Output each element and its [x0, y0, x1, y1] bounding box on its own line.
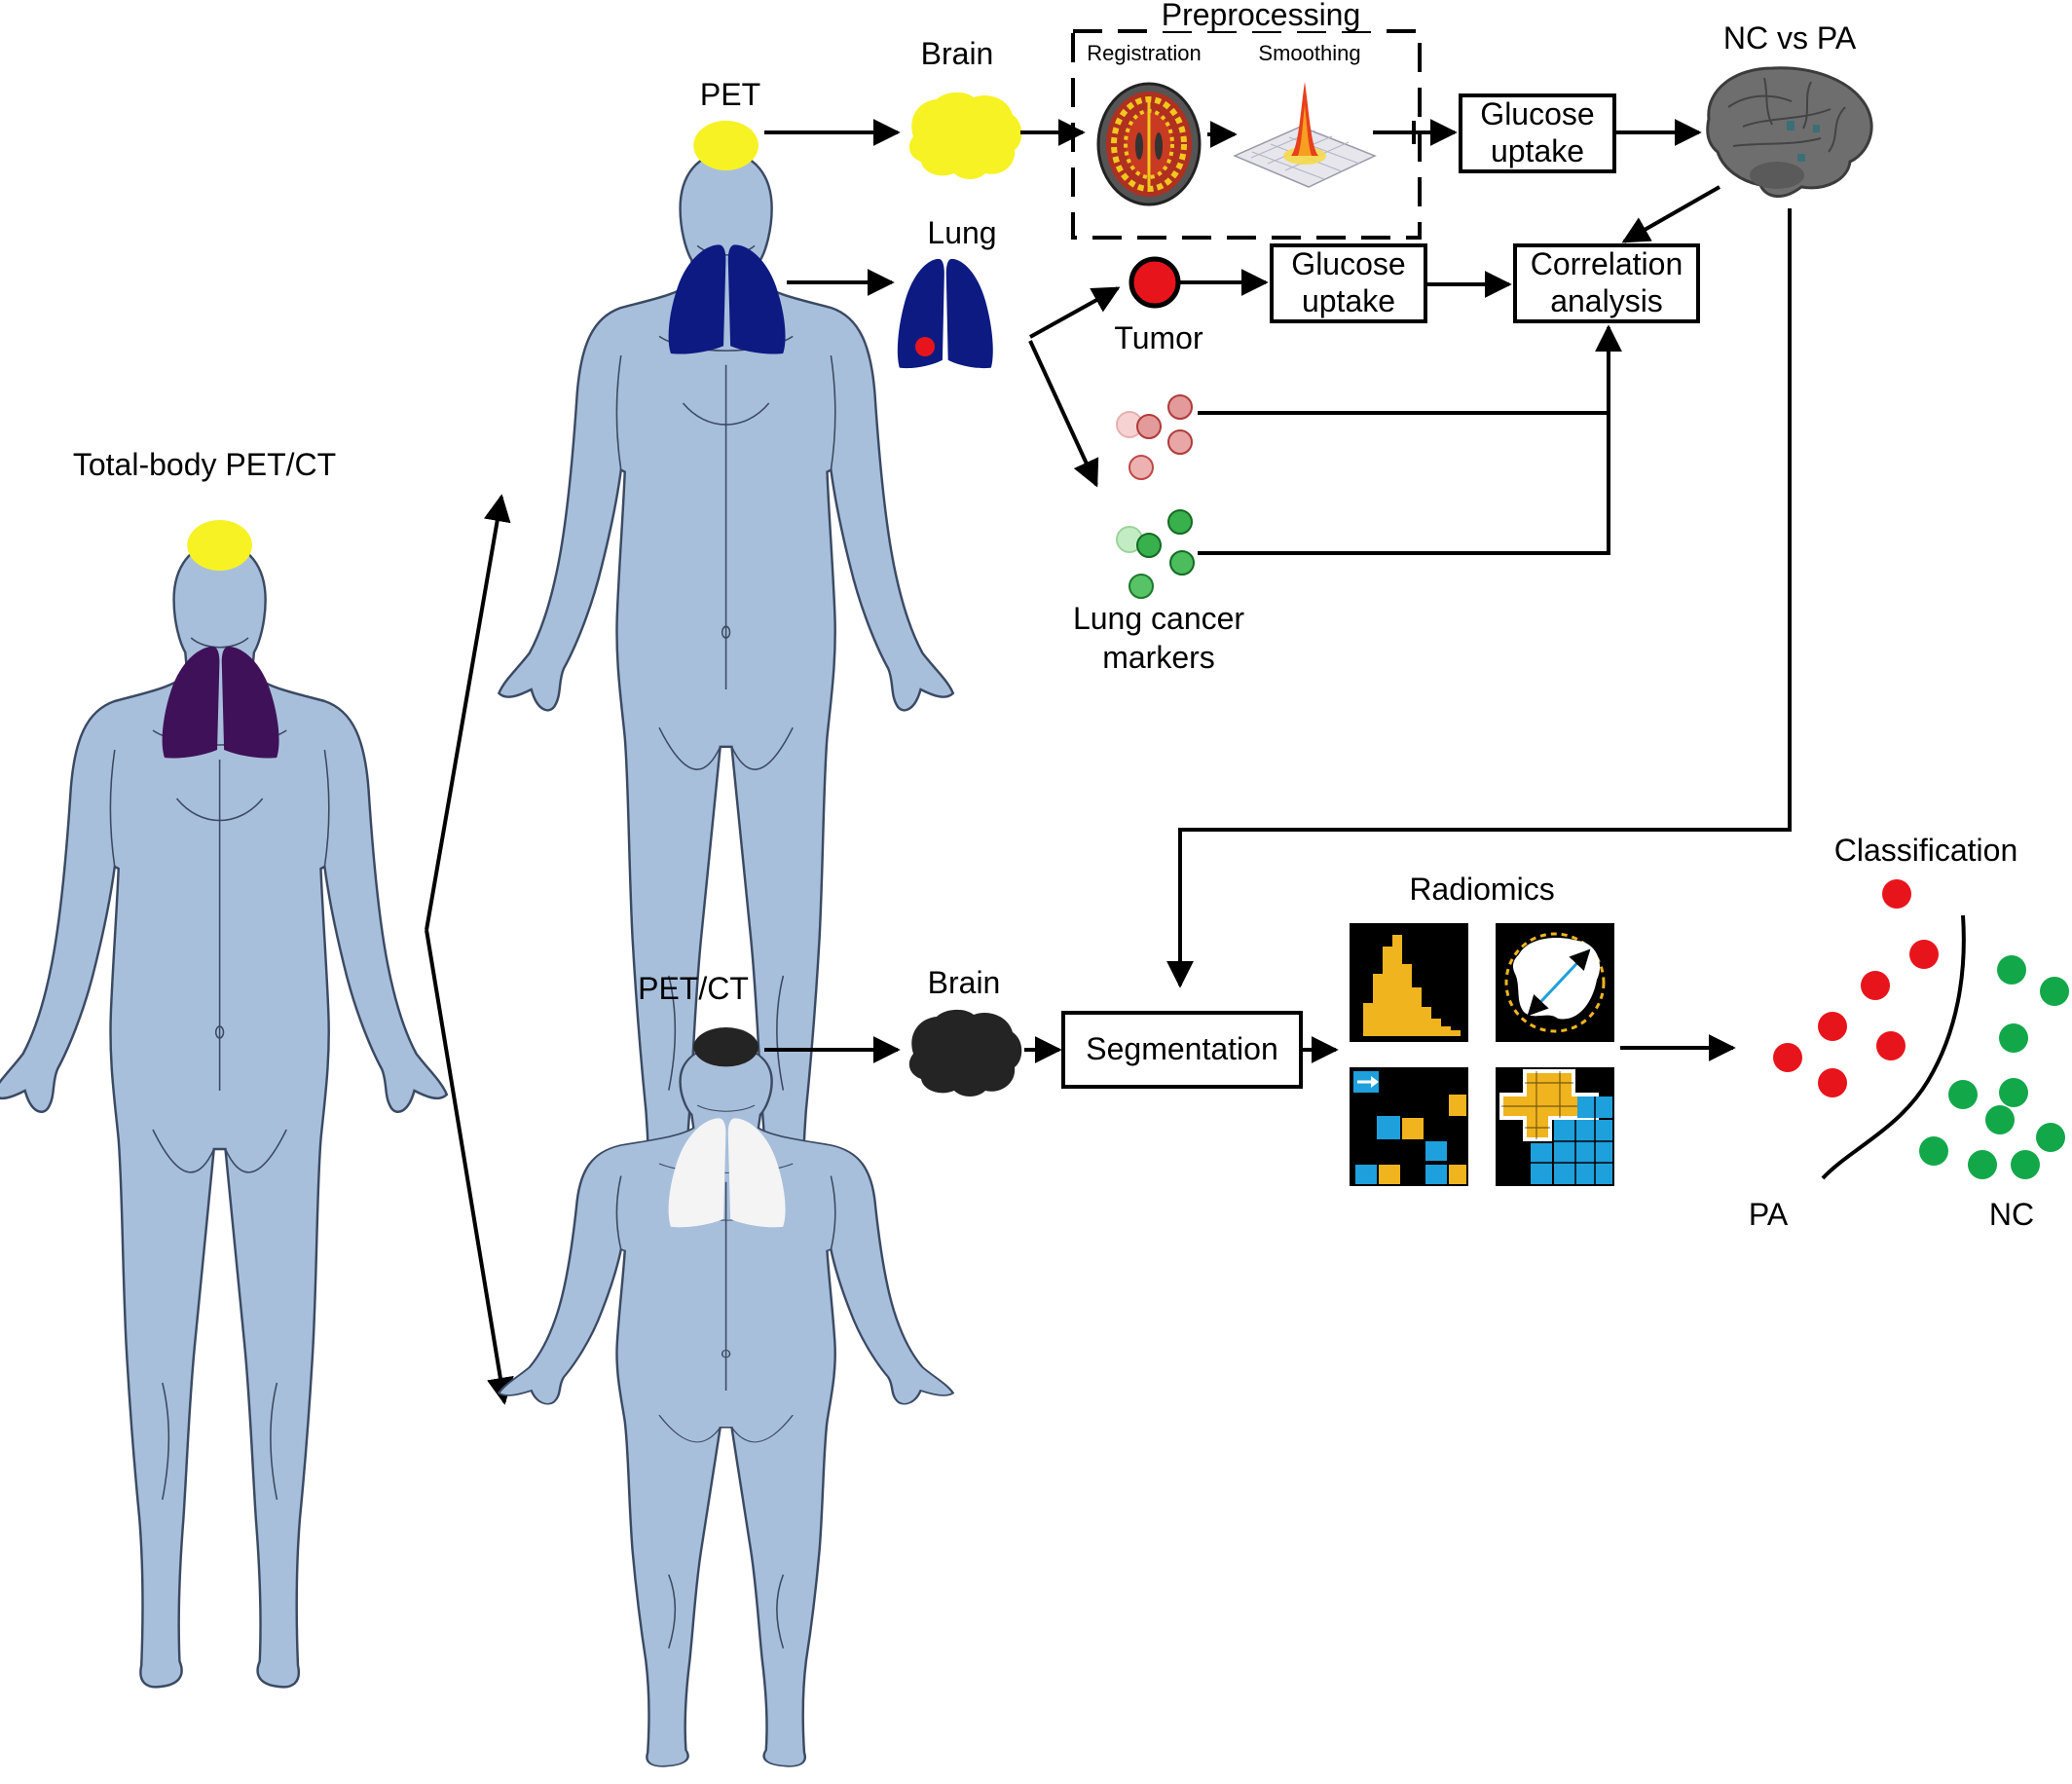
arrow-brain3d-to-correlation — [1621, 185, 1720, 243]
preprocessing-label: Preprocessing — [1162, 0, 1361, 32]
brain-mri-slice-icon — [1096, 82, 1202, 206]
pet-ct-figure — [498, 1027, 955, 1768]
tumor-icon — [1128, 256, 1181, 309]
decision-boundary — [1821, 914, 1966, 1180]
lungs-shape-pet-icon — [897, 258, 993, 369]
red-markers-icon — [1116, 394, 1193, 480]
glucose-uptake-tumor-box — [1270, 243, 1427, 323]
brain-shape-ct-icon — [908, 1009, 1022, 1096]
markers-line1: Lung cancer — [1073, 601, 1244, 636]
smoothing-label: Smoothing — [1258, 41, 1360, 65]
brain-3d-render-icon — [1706, 66, 1873, 198]
nc-dots-icon — [1919, 955, 2069, 1179]
segmentation-box — [1061, 1011, 1303, 1089]
nc-label: NC — [1989, 1197, 2034, 1232]
brain-top-label: Brain — [921, 36, 994, 71]
classification-label: Classification — [1834, 833, 2018, 868]
texture-matrix-feature-icon — [1350, 1067, 1468, 1186]
arrow-lung-to-tumor — [1029, 286, 1121, 339]
registration-label: Registration — [1087, 41, 1201, 65]
pet-figure — [498, 120, 955, 1276]
brain-pet-icon — [693, 120, 758, 170]
brain-bottom-label: Brain — [928, 965, 1001, 1000]
correlation-line2: analysis — [1550, 283, 1663, 318]
arrow-nc-vs-pa-to-segmentation — [1166, 208, 1792, 988]
green-markers-icon — [1116, 509, 1195, 599]
pet-label: PET — [700, 77, 760, 112]
glucose-uptake-tumor-line2: uptake — [1302, 283, 1395, 318]
human-body-silhouette-icon — [498, 1044, 955, 1768]
glucose-uptake-tumor-line1: Glucose — [1291, 246, 1405, 281]
glucose-uptake-brain-box — [1459, 93, 1616, 173]
gaussian-kernel-surface-icon — [1233, 82, 1377, 188]
arrow-lung-to-markers — [1028, 340, 1099, 488]
pa-label: PA — [1749, 1197, 1789, 1232]
line-green-markers — [1198, 413, 1610, 555]
radiomics-label: Radiomics — [1409, 872, 1554, 907]
shape-feature-icon — [1496, 923, 1614, 1042]
pa-dots-icon — [1773, 879, 1939, 1097]
total-body-label: Total-body PET/CT — [73, 447, 336, 482]
lung-label: Lung — [927, 215, 996, 250]
segmentation-label: Segmentation — [1086, 1031, 1277, 1066]
markers-line2: markers — [1102, 640, 1215, 675]
glucose-uptake-brain-line2: uptake — [1491, 133, 1584, 168]
tumor-spot-icon — [915, 337, 935, 356]
glucose-uptake-brain-line1: Glucose — [1480, 96, 1594, 131]
histogram-feature-icon — [1350, 923, 1468, 1042]
fork-arrow-down — [425, 929, 514, 1405]
correlation-analysis-box — [1513, 243, 1700, 323]
fork-arrow-up — [425, 494, 511, 931]
brain-ct-icon — [693, 1027, 758, 1067]
correlation-line1: Correlation — [1531, 246, 1684, 281]
tumor-label: Tumor — [1114, 320, 1203, 355]
pet-ct-label: PET/CT — [638, 971, 749, 1006]
brain-shape-pet-icon — [908, 92, 1022, 179]
region-size-feature-icon — [1496, 1067, 1614, 1186]
total-body-figure — [0, 520, 449, 1689]
brain-total-icon — [187, 520, 252, 571]
nc-vs-pa-label: NC vs PA — [1723, 20, 1857, 56]
